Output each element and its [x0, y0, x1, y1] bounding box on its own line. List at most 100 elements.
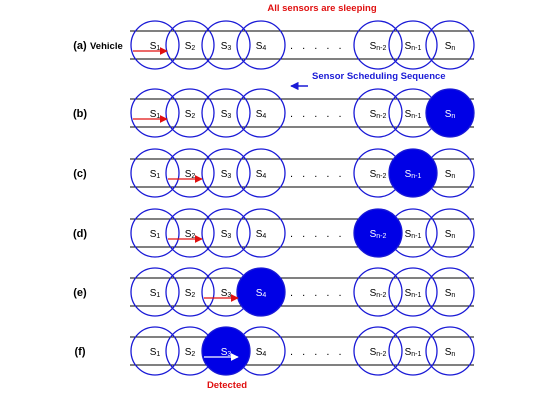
sensor-label-s2: S2 [185, 229, 196, 240]
sensor-sn-2 [353, 267, 403, 317]
sensor-s2 [165, 20, 215, 70]
sensor-s1 [130, 20, 180, 70]
sensor-sn-2 [353, 20, 403, 70]
sensor-label-sn: Sn [445, 169, 456, 180]
sensor-label-s2: S2 [185, 169, 196, 180]
sensor-sn-1 [388, 267, 438, 317]
sensor-s4 [236, 88, 286, 138]
sensor-label-s4: S4 [256, 109, 267, 120]
row-6: (f) . . . . . S1 S2 S4 Sn-2 Sn-1 Sn S3 [75, 326, 475, 376]
sensor-s1 [130, 326, 180, 376]
sensor-label-sn-1: Sn-1 [405, 347, 422, 358]
sensor-sn [425, 20, 475, 70]
sensor-label-s2: S2 [185, 109, 196, 120]
sensor-label-sn-2: Sn-2 [370, 288, 387, 299]
sensor-sn [425, 326, 475, 376]
sensor-s2 [165, 148, 215, 198]
detected-caption: Detected [207, 380, 247, 391]
sensor-s1 [130, 208, 180, 258]
sensor-label-sn-2: Sn-2 [370, 109, 387, 120]
row-4: (d) . . . . . S1 S2 S3 S4 Sn-1 Sn Sn-2 [73, 208, 475, 258]
row-2: (b) . . . . . S1 S2 S3 S4 Sn-2 Sn-1 Sn [73, 88, 475, 138]
sensor-s3 [201, 208, 251, 258]
sensor-label-sn-2: Sn-2 [370, 41, 387, 52]
sensor-s4 [236, 20, 286, 70]
sensor-sn-1-active [388, 148, 438, 198]
title-caption: All sensors are sleeping [267, 3, 376, 14]
ellipsis: . . . . . [290, 346, 345, 358]
sensor-label-sn-1: Sn-1 [405, 109, 422, 120]
row-label: (c) [73, 168, 87, 180]
sensor-label-s4: S4 [256, 41, 267, 52]
sensor-label-sn: Sn [445, 347, 456, 358]
sensor-s1 [130, 148, 180, 198]
ellipsis: . . . . . [290, 40, 345, 52]
sensor-sn-1 [388, 326, 438, 376]
sensor-label-s3: S3 [221, 229, 232, 240]
sensor-label-s3: S3 [221, 288, 232, 299]
sensor-label-s1: S1 [150, 169, 161, 180]
sensor-sn-2-active [353, 208, 403, 258]
sensor-label-s2: S2 [185, 41, 196, 52]
sensor-label-sn-2: Sn-2 [370, 347, 387, 358]
sensor-label-s1: S1 [150, 229, 161, 240]
row-label: (f) [75, 346, 86, 358]
sensor-label-sn: Sn [445, 229, 456, 240]
sensor-label-sn-2: Sn-2 [370, 229, 387, 240]
ellipsis: . . . . . [290, 228, 345, 240]
sensor-label-s1: S1 [150, 109, 161, 120]
sensor-label-s1: S1 [150, 41, 161, 52]
sensor-label-sn-1: Sn-1 [405, 41, 422, 52]
sensor-label-s1: S1 [150, 288, 161, 299]
sensor-s3 [201, 20, 251, 70]
sensor-s2 [165, 88, 215, 138]
sensor-label-s4: S4 [256, 169, 267, 180]
sensor-label-sn: Sn [445, 109, 456, 120]
ellipsis: . . . . . [290, 168, 345, 180]
sensor-label-s3: S3 [221, 41, 232, 52]
sensor-s1 [130, 88, 180, 138]
sensor-label-s2: S2 [185, 347, 196, 358]
ellipsis: . . . . . [290, 108, 345, 120]
sensor-label-s1: S1 [150, 347, 161, 358]
sensor-s3 [201, 88, 251, 138]
row-5: (e) . . . . . S1 S2 S3 Sn-2 Sn-1 Sn S4 [73, 267, 475, 317]
ellipsis: . . . . . [290, 287, 345, 299]
sensor-label-sn-1: Sn-1 [405, 229, 422, 240]
sensor-label-s3: S3 [221, 169, 232, 180]
row-1: (a) . . . . . S1 S2 S3 S4 Sn-2 Sn-1 Sn Vehicle [73, 20, 475, 70]
sequence-indicator: Sensor Scheduling Sequence [290, 71, 446, 91]
sensor-label-sn-1: Sn-1 [405, 288, 422, 299]
sensor-label-sn-2: Sn-2 [370, 169, 387, 180]
sensor-s2 [165, 208, 215, 258]
sensor-s4 [236, 208, 286, 258]
sequence-caption: Sensor Scheduling Sequence [312, 71, 446, 82]
sensor-label-s4: S4 [256, 229, 267, 240]
sensor-s4 [236, 148, 286, 198]
sensor-label-s3: S3 [221, 347, 232, 358]
sensor-sn-active [425, 88, 475, 138]
sensor-label-sn: Sn [445, 41, 456, 52]
sensor-s2 [165, 267, 215, 317]
sensor-label-s3: S3 [221, 109, 232, 120]
row-label: (a) [73, 40, 87, 52]
sensor-label-sn: Sn [445, 288, 456, 299]
row-label: (e) [73, 287, 87, 299]
sensor-s1 [130, 267, 180, 317]
sensor-sn [425, 267, 475, 317]
sensor-label-s4: S4 [256, 288, 267, 299]
sensor-s4-active [236, 267, 286, 317]
sensor-sn [425, 208, 475, 258]
row-3: (c) . . . . . S1 S2 S3 S4 Sn-2 Sn Sn-1 [73, 148, 475, 198]
sensor-sn-2 [353, 326, 403, 376]
sensor-label-s4: S4 [256, 347, 267, 358]
row-label: (d) [73, 228, 87, 240]
sensor-label-sn-1: Sn-1 [405, 169, 422, 180]
sensor-sn-2 [353, 88, 403, 138]
sensor-label-s2: S2 [185, 288, 196, 299]
row-label: (b) [73, 108, 87, 120]
sensor-s3-active [201, 326, 251, 376]
vehicle-label: Vehicle [90, 41, 123, 52]
